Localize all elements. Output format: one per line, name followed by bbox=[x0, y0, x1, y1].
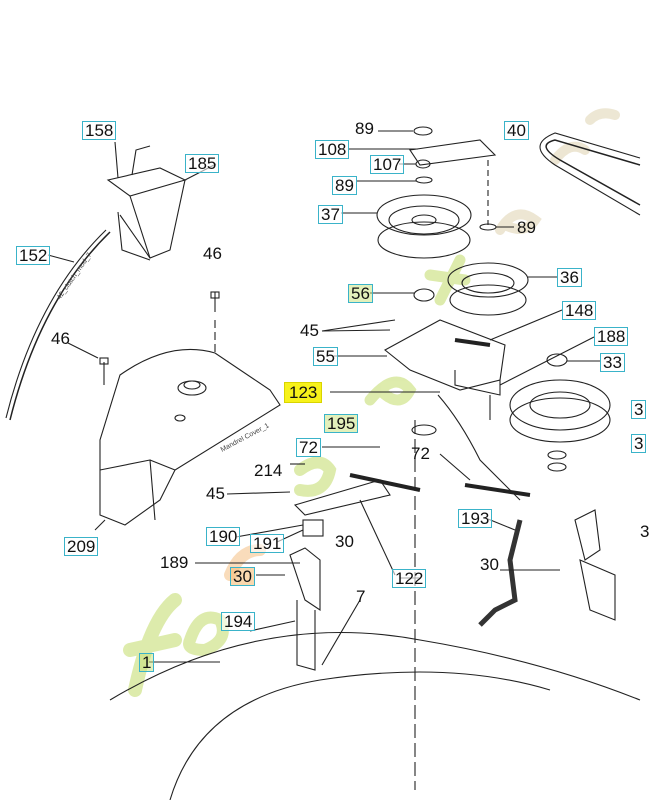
callout-194[interactable]: 194 bbox=[221, 612, 256, 631]
callout-45[interactable]: 45 bbox=[206, 484, 225, 503]
deck-outline bbox=[169, 671, 551, 800]
callout-55[interactable]: 55 bbox=[313, 347, 338, 366]
drive-belt bbox=[545, 139, 641, 206]
bracket-189 bbox=[289, 547, 321, 612]
callout-3[interactable]: 3 bbox=[640, 522, 650, 541]
spring-72-left bbox=[349, 473, 421, 492]
callout-193[interactable]: 193 bbox=[458, 509, 493, 528]
mandrel-cover bbox=[99, 348, 281, 526]
callout-123-highlighted[interactable]: 123 bbox=[284, 382, 323, 403]
callout-108[interactable]: 108 bbox=[315, 140, 350, 159]
callout-30[interactable]: 30 bbox=[480, 555, 499, 574]
callout-30[interactable]: 30 bbox=[335, 532, 354, 551]
rod-193 bbox=[478, 519, 523, 627]
bracket-185 bbox=[106, 167, 187, 197]
callout-189[interactable]: 189 bbox=[160, 553, 189, 572]
callout-3[interactable]: 3 bbox=[631, 434, 647, 453]
callout-46[interactable]: 46 bbox=[203, 244, 222, 263]
callout-89[interactable]: 89 bbox=[332, 176, 357, 195]
callout-72[interactable]: 72 bbox=[296, 438, 321, 457]
callout-45[interactable]: 45 bbox=[300, 321, 319, 340]
callout-122[interactable]: 122 bbox=[392, 569, 427, 588]
callout-33[interactable]: 33 bbox=[600, 353, 625, 372]
spring-72-right bbox=[464, 483, 531, 497]
callout-191[interactable]: 191 bbox=[250, 534, 285, 553]
bolt-158 bbox=[114, 141, 119, 179]
callout-107[interactable]: 107 bbox=[370, 155, 405, 174]
callout-3[interactable]: 3 bbox=[631, 400, 647, 419]
watermark-logo bbox=[123, 108, 620, 697]
callout-148[interactable]: 148 bbox=[562, 301, 597, 320]
callout-152[interactable]: 152 bbox=[16, 246, 51, 265]
callout-37[interactable]: 37 bbox=[318, 205, 343, 224]
clutch-cable bbox=[9, 231, 111, 421]
callout-209[interactable]: 209 bbox=[64, 537, 99, 556]
callout-214[interactable]: 214 bbox=[254, 461, 283, 480]
callout-185[interactable]: 185 bbox=[185, 154, 220, 173]
callout-190[interactable]: 190 bbox=[206, 527, 241, 546]
callout-89[interactable]: 89 bbox=[517, 218, 536, 237]
callout-7[interactable]: 7 bbox=[356, 587, 366, 606]
callout-158[interactable]: 158 bbox=[82, 121, 117, 140]
callout-46[interactable]: 46 bbox=[51, 329, 70, 348]
idler-arm bbox=[409, 139, 497, 166]
callout-30[interactable]: 30 bbox=[230, 567, 255, 586]
callout-40[interactable]: 40 bbox=[504, 121, 529, 140]
callout-1[interactable]: 1 bbox=[139, 653, 155, 672]
callout-36[interactable]: 36 bbox=[557, 268, 582, 287]
control-rod bbox=[437, 394, 521, 501]
callout-72[interactable]: 72 bbox=[411, 444, 430, 463]
callout-188[interactable]: 188 bbox=[594, 327, 629, 346]
pulley-36 bbox=[447, 262, 529, 298]
callout-56[interactable]: 56 bbox=[348, 284, 373, 303]
callout-89[interactable]: 89 bbox=[355, 119, 374, 138]
callout-195[interactable]: 195 bbox=[324, 414, 359, 433]
pulley-37 bbox=[376, 194, 472, 236]
pulley-3 bbox=[509, 379, 611, 431]
